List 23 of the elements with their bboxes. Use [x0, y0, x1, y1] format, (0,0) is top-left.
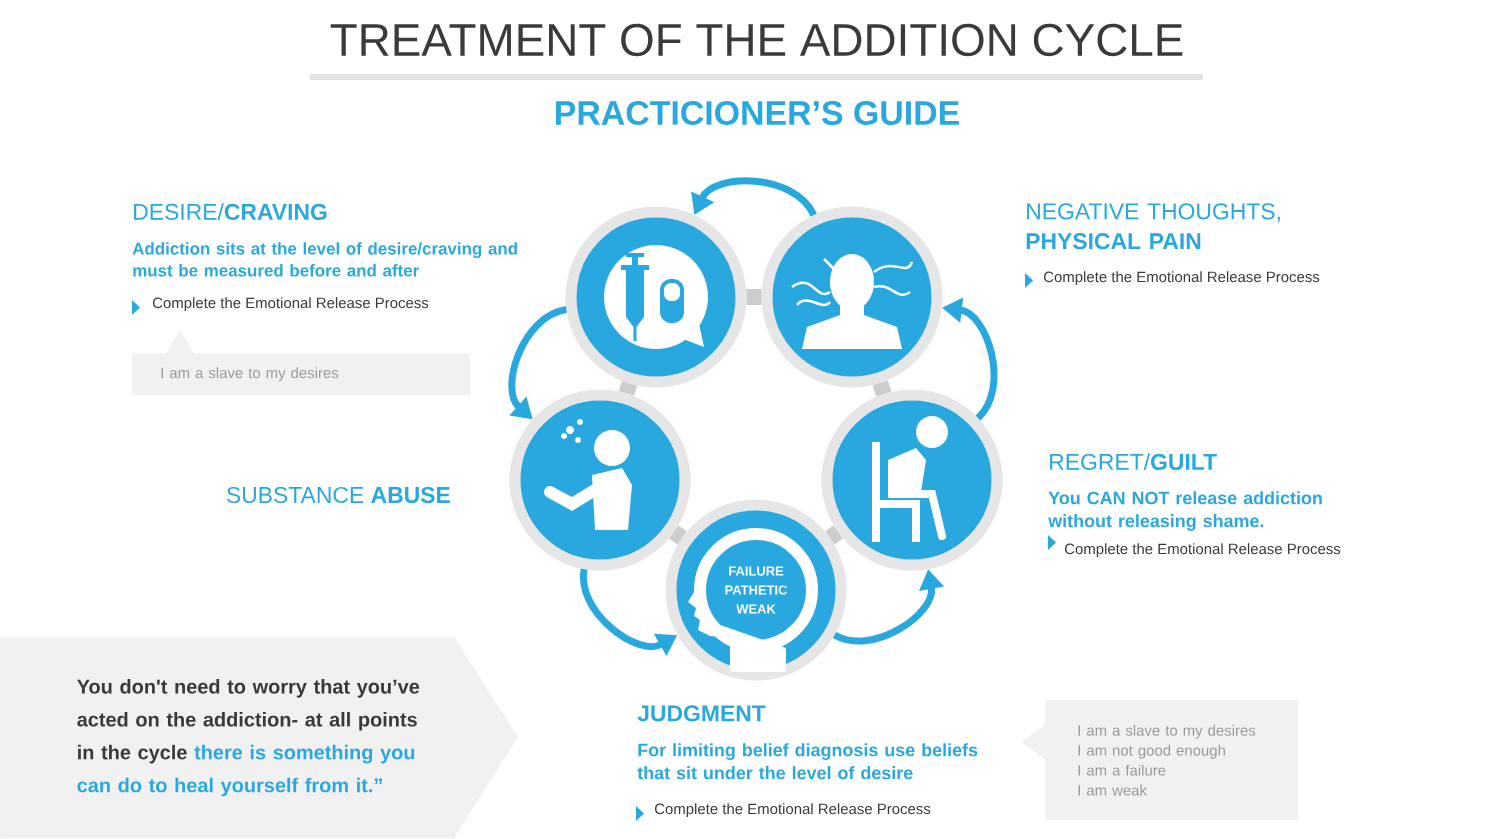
speech-bubble: I am a slave to my desires I am not good enough I am a failure I am weak	[1022, 700, 1299, 821]
section-heading: REGRET/GUILT	[1050, 453, 1217, 470]
connector-bar	[872, 380, 892, 397]
speech-bubble: I am a slave to my desires	[132, 330, 471, 396]
section-text: You CAN NOT release addiction without releasing shame.	[1048, 491, 1322, 531]
connector-bar	[669, 525, 687, 545]
section-heading: SUBSTANCE ABUSE	[226, 486, 450, 504]
quote-box: You don't need to worry that you’ve acted on the addiction- at all points in the cycle there is something you can do to heal yourself from it.”	[0, 637, 518, 839]
connector-bar	[825, 525, 843, 545]
section-heading: JUDGMENT	[637, 705, 766, 722]
bullet-text: Complete the Emotional Release Process	[1065, 543, 1341, 558]
bullet-text: Complete the Emotional Release Process	[654, 803, 931, 818]
bullet-text: Complete the Emotional Release Process	[1044, 271, 1320, 286]
section-text: Addiction sits at the level of desire/craving and must be measured before and after	[132, 242, 517, 277]
bullet-text: Complete the Emotional Release Process	[152, 297, 429, 312]
subtitle: PRACTICIONER’S GUIDE	[556, 101, 959, 125]
section-heading: DESIRE/CRAVING	[134, 203, 327, 220]
connector-bar	[618, 381, 638, 396]
section-heading: NEGATIVE THOUGHTS, PHYSICAL PAIN	[1026, 203, 1280, 250]
title: TREATMENT OF THE ADDITION CYCLE	[330, 23, 1183, 57]
section-text: For limiting belief diagnosis use beliefs that sit under the level of desire	[637, 743, 978, 780]
cycle-arrow	[691, 177, 817, 217]
connector-bar	[746, 289, 762, 305]
